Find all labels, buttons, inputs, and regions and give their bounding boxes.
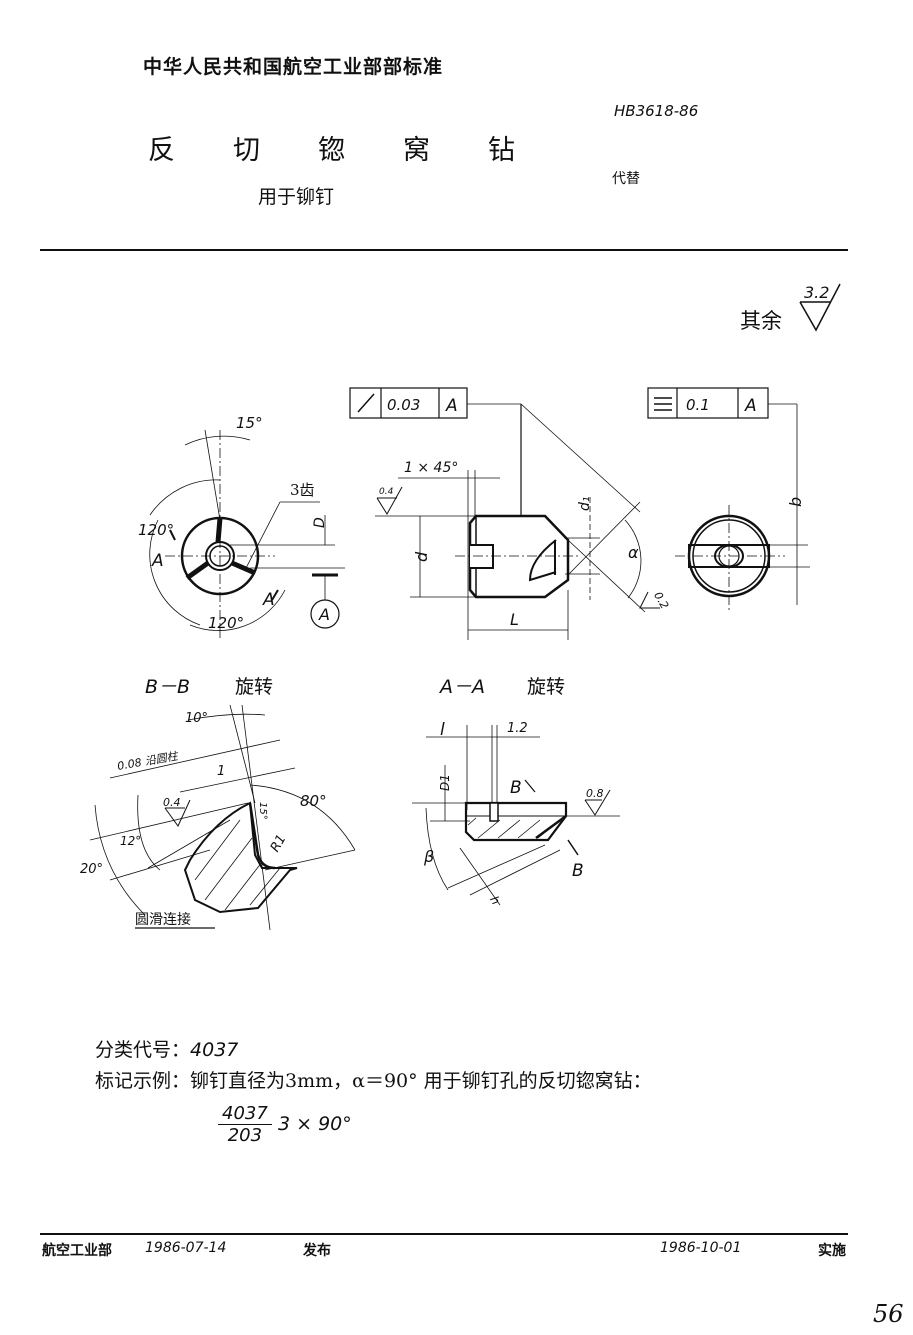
title-char: 切 — [233, 135, 260, 166]
section-marker: A — [151, 551, 164, 571]
roughness-value: 0.4 — [163, 796, 181, 809]
replaces-label: 代替 — [612, 171, 640, 187]
angle-label: β — [423, 847, 434, 866]
dimension-label: d₁ — [577, 497, 593, 512]
dimension-label: D — [312, 517, 328, 528]
angle-label: 10° — [185, 711, 208, 726]
class-code-value: 4037 — [190, 1039, 239, 1061]
angle-label: 15° — [257, 802, 268, 820]
footer-effective-label: 实施 — [818, 1243, 846, 1259]
teeth-count-label: 3齿 — [290, 481, 315, 499]
dimension-label: d — [412, 551, 431, 562]
angle-label: 12° — [120, 834, 141, 848]
section-marker: B — [572, 861, 584, 881]
document-subtitle: 用于铆钉 — [258, 186, 335, 208]
section-marker: A — [262, 590, 275, 610]
mark-example-text: 铆钉直径为3mm，α＝90° 用于铆钉孔的反切锪窝钻： — [190, 1070, 652, 1092]
section-title-suffix: 旋转 — [235, 676, 273, 698]
roughness-symbol-icon: 3.2 — [799, 283, 841, 332]
datum-label: A — [318, 605, 330, 624]
class-code-label: 分类代号： — [95, 1039, 191, 1061]
mark-numerator: 4037 — [218, 1103, 272, 1125]
angle-label: 15° — [236, 414, 263, 432]
mark-denominator: 203 — [227, 1125, 263, 1146]
dimension-label: 1 — [217, 764, 225, 779]
runout-tolerance: 0.03 — [387, 396, 420, 414]
datum-label: A — [445, 396, 458, 416]
title-char: 钻 — [488, 135, 515, 166]
section-title: B－B — [145, 676, 190, 698]
technical-drawing: 15° 120° 120° 3齿 A A D A 0.03 A — [80, 387, 810, 931]
section-aa: A－A 旋转 l 1.2 D1 B B 0.8 — [412, 676, 620, 907]
document-title: 反切锪窝钻 — [148, 128, 573, 167]
footer-issuer: 航空工业部 — [42, 1243, 112, 1259]
mark-spec: 3 × 90° — [278, 1113, 352, 1135]
front-view: 15° 120° 120° 3齿 A A D A — [138, 414, 345, 640]
footer-issue-date: 1986-07-14 — [145, 1240, 227, 1256]
title-char: 窝 — [403, 135, 430, 166]
chamfer-label: 1 × 45° — [404, 460, 458, 476]
title-char: 反 — [148, 135, 175, 166]
dimension-label: b — [786, 497, 805, 507]
blend-note: 圆滑连接 — [135, 911, 191, 928]
title-char: 锪 — [318, 135, 345, 166]
rest-roughness-label: 其余 — [740, 309, 782, 333]
section-title-suffix: 旋转 — [527, 676, 565, 698]
footer-issue-label: 发布 — [303, 1243, 331, 1259]
side-view: 0.03 A 1 × 45° 0.4 d d₁ — [349, 387, 671, 640]
issuing-organization: 中华人民共和国航空工业部部标准 — [143, 56, 444, 78]
angle-label: 120° — [138, 521, 174, 539]
footer-divider — [40, 1233, 848, 1235]
dimension-label: 1.2 — [507, 721, 528, 736]
header-divider — [40, 249, 848, 251]
angle-label: 80° — [300, 792, 327, 810]
section-title: A－A — [438, 676, 485, 698]
mark-example-label: 标记示例： — [95, 1070, 191, 1092]
dimension-label: D1 — [438, 774, 452, 791]
roughness-value: 0.8 — [586, 787, 604, 800]
dimension-label: l — [440, 720, 445, 740]
symmetry-tolerance: 0.1 — [686, 396, 710, 414]
dimension-label: h — [487, 894, 503, 908]
angle-label: α — [628, 543, 639, 562]
roughness-value: 0.4 — [379, 487, 394, 497]
classification-code: 分类代号：4037 — [95, 1035, 238, 1062]
radius-label: R1 — [268, 832, 290, 854]
section-marker: B — [510, 778, 522, 798]
page-number: 56 — [873, 1300, 904, 1328]
mark-fraction: 4037 203 — [218, 1103, 272, 1146]
footer-effective-date: 1986-10-01 — [660, 1240, 742, 1256]
rest-roughness-value: 3.2 — [804, 283, 829, 302]
marking-example: 标记示例：铆钉直径为3mm，α＝90° 用于铆钉孔的反切锪窝钻： — [95, 1066, 652, 1093]
datum-label: A — [744, 396, 757, 416]
section-bb: B－B 旋转 10° 0.08 沿圆柱 1 0.4 80° 15° 12° 20… — [80, 676, 356, 931]
end-view: 0.1 A b — [647, 387, 810, 610]
standard-code: HB3618-86 — [614, 102, 699, 120]
dimension-label: L — [510, 610, 519, 629]
angle-label: 20° — [80, 862, 103, 877]
angle-label: 120° — [208, 614, 244, 632]
